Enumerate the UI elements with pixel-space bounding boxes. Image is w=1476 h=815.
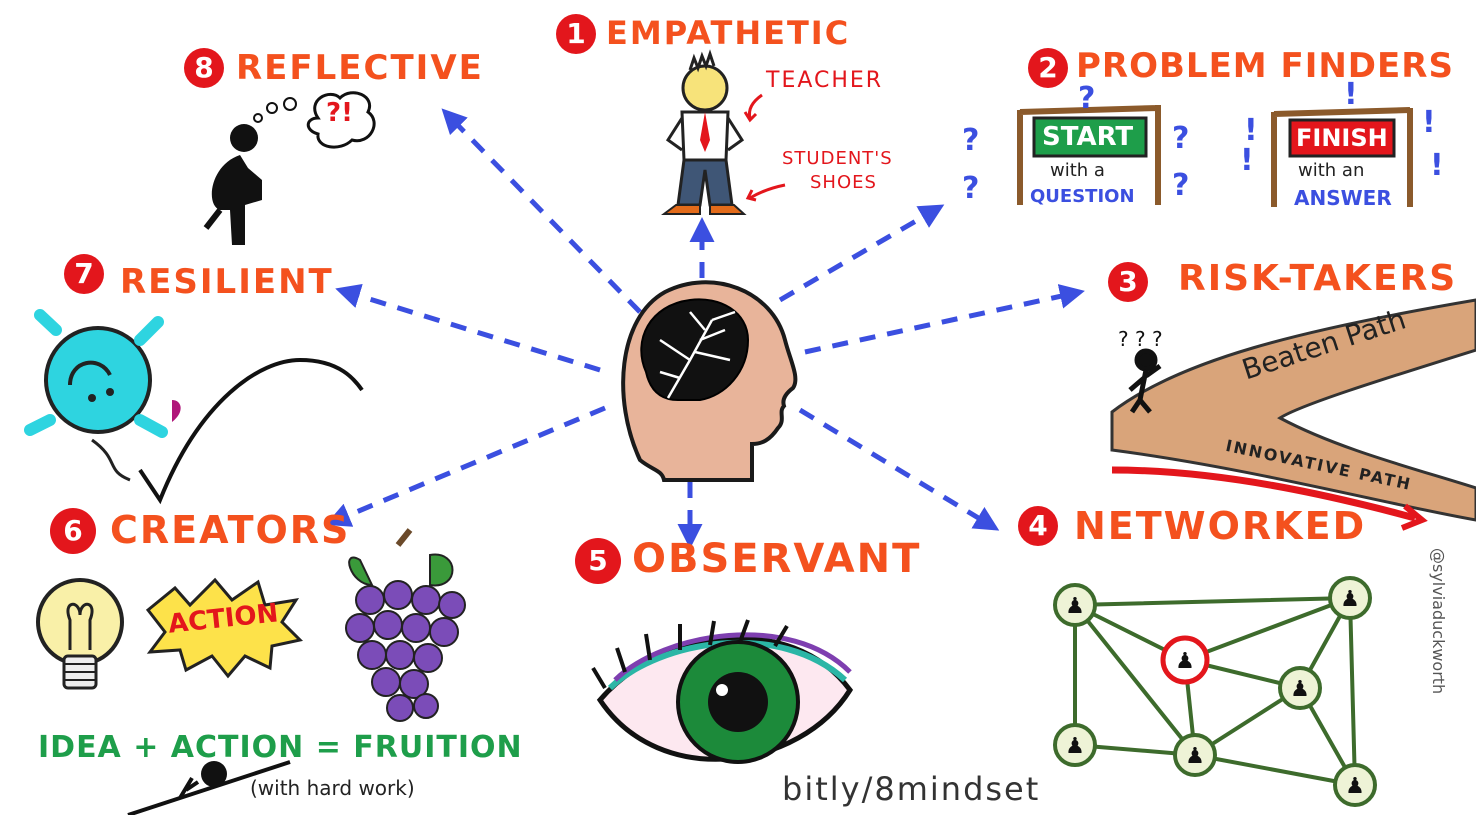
- thought-text: ?!: [326, 98, 353, 128]
- svg-text:♟: ♟: [1345, 774, 1365, 799]
- equation-text: IDEA + ACTION = FRUITION: [38, 730, 523, 765]
- start-banner-text: START: [1042, 122, 1134, 152]
- svg-text:!: !: [1240, 143, 1254, 178]
- badge-1: 1: [556, 14, 596, 54]
- svg-text:? ? ?: ? ? ?: [1118, 327, 1163, 351]
- footer-credit: @sylviaduckworth: [1429, 548, 1448, 695]
- badge-7: 7: [64, 254, 104, 294]
- bouncing-ball-icon: [24, 309, 364, 505]
- finish-line2: ANSWER: [1294, 186, 1392, 210]
- badge-3: 3: [1108, 262, 1148, 302]
- label-resilient: RESILIENT: [120, 262, 334, 302]
- thinker-icon: [203, 91, 376, 245]
- note-shoes: SHOES: [810, 172, 877, 193]
- svg-text:!: !: [1344, 77, 1358, 112]
- svg-text:♟: ♟: [1065, 594, 1085, 619]
- label-observant: OBSERVANT: [632, 536, 922, 582]
- arrow-to-resilient: [335, 283, 601, 373]
- network-icon: ♟ ♟ ♟ ♟ ♟ ♟ ♟: [1053, 576, 1377, 807]
- grapes-icon: [345, 528, 466, 722]
- badge-2: 2: [1028, 48, 1068, 88]
- hill-push-icon: [127, 760, 291, 815]
- arrow-to-networked: [798, 407, 1000, 531]
- forked-path-icon: ? ? ?: [1110, 298, 1476, 531]
- badge-4: 4: [1018, 506, 1058, 546]
- teacher-person-icon: [661, 49, 747, 215]
- label-problem-finders: PROBLEM FINDERS: [1076, 46, 1454, 86]
- eye-icon: [591, 619, 854, 764]
- arrow-to-problem-finders: [778, 204, 945, 303]
- finish-line1: with an: [1298, 160, 1365, 181]
- action-burst-icon: [145, 577, 304, 679]
- svg-text:♟: ♟: [1175, 649, 1195, 674]
- head-brain-icon: [621, 280, 798, 482]
- stick-figure-icon: [1128, 348, 1162, 414]
- svg-text:?: ?: [962, 123, 979, 158]
- svg-text:?: ?: [1172, 121, 1189, 156]
- svg-text:?: ?: [1078, 81, 1095, 116]
- hard-work-note: (with hard work): [250, 776, 415, 800]
- finish-banner-text: FINISH: [1296, 124, 1388, 152]
- svg-text:!: !: [1422, 105, 1436, 140]
- label-networked: NETWORKED: [1074, 504, 1367, 548]
- start-finish-banner-icon: ?? ?? ? !! !!!: [962, 77, 1444, 207]
- note-teacher: TEACHER: [766, 68, 884, 93]
- arrow-to-risk-takers: [804, 284, 1085, 355]
- label-risk-takers: RISK-TAKERS: [1178, 258, 1458, 299]
- svg-text:!: !: [1430, 148, 1444, 183]
- svg-text:♟: ♟: [1340, 587, 1360, 612]
- svg-text:♟: ♟: [1185, 744, 1205, 769]
- svg-text:!: !: [1244, 113, 1258, 148]
- svg-text:?: ?: [1172, 168, 1189, 203]
- note-students: STUDENT'S: [782, 148, 893, 169]
- start-line2: QUESTION: [1030, 186, 1135, 207]
- teacher-note-arrows: [743, 93, 786, 202]
- connector-arrows: [325, 108, 1085, 549]
- svg-text:♟: ♟: [1290, 677, 1310, 702]
- start-line1: with a: [1050, 160, 1105, 181]
- label-empathetic: EMPATHETIC: [606, 14, 851, 52]
- label-reflective: REFLECTIVE: [236, 48, 484, 88]
- label-creators: CREATORS: [110, 508, 351, 552]
- svg-text:?: ?: [962, 171, 979, 206]
- footer-url: bitly/8mindset: [782, 770, 1041, 808]
- badge-5: 5: [575, 538, 621, 584]
- svg-text:♟: ♟: [1065, 734, 1085, 759]
- arrow-to-creators: [325, 405, 606, 527]
- lightbulb-icon: [36, 578, 124, 690]
- badge-8: 8: [184, 48, 224, 88]
- badge-6: 6: [50, 508, 96, 554]
- arrow-to-reflective: [441, 108, 642, 314]
